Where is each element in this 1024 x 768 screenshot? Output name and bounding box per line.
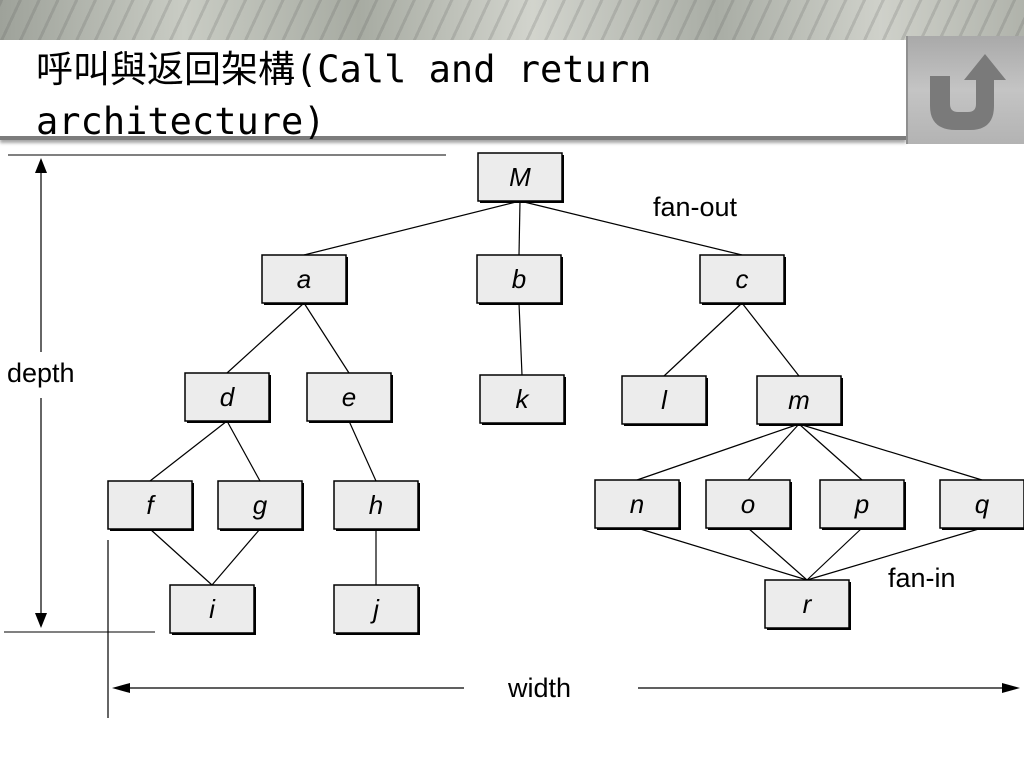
edge-o-r [747, 527, 808, 581]
node-label: M [509, 162, 531, 192]
edge-m-q [798, 423, 983, 481]
node-label: q [975, 489, 990, 519]
node-a: a [261, 254, 348, 305]
node-m: m [756, 375, 843, 426]
node-label: l [661, 385, 668, 415]
node-label: n [630, 489, 644, 519]
node-k: k [479, 374, 566, 425]
node-label: m [788, 385, 810, 415]
edge-a-d [226, 302, 305, 374]
nodes-layer: Ma b c d e k l m f g h n o p q i j r [107, 152, 1024, 635]
edge-c-l [663, 302, 743, 377]
node-label: a [297, 264, 311, 294]
edge-q-r [806, 527, 983, 581]
node-label: c [736, 264, 749, 294]
back-button[interactable] [906, 36, 1024, 144]
node-i: i [169, 584, 256, 635]
node-label: o [741, 489, 755, 519]
depth-arrowhead-up [35, 158, 47, 173]
node-r: r [764, 579, 851, 630]
edge-m-n [636, 423, 800, 481]
node-label: g [253, 490, 268, 520]
u-turn-arrow-icon [930, 54, 1006, 130]
node-label: i [209, 594, 216, 624]
width-arrowhead-left [112, 683, 130, 693]
fan-out-label: fan-out [653, 192, 738, 222]
node-n: n [594, 479, 681, 530]
title-bar [0, 40, 906, 140]
node-l: l [621, 375, 708, 426]
node-g: g [217, 480, 304, 531]
edge-a-e [303, 302, 350, 374]
node-h: h [333, 480, 420, 531]
width-label: width [507, 673, 571, 703]
edge-g-i [211, 528, 261, 586]
width-arrowhead-right [1002, 683, 1020, 693]
node-q: q [939, 479, 1024, 530]
fan-in-label: fan-in [888, 563, 956, 593]
node-d: d [184, 372, 271, 423]
node-M: M [477, 152, 564, 203]
edge-n-r [636, 527, 808, 581]
edge-m-p [798, 423, 863, 481]
node-label: p [854, 489, 869, 519]
node-f: f [107, 480, 194, 531]
edge-p-r [806, 527, 863, 581]
edge-d-f [149, 420, 228, 482]
edges-layer [149, 200, 983, 586]
node-label: h [369, 490, 383, 520]
header-texture-band [0, 0, 1024, 40]
edge-e-h [348, 420, 377, 482]
node-c: c [699, 254, 786, 305]
edge-m-o [747, 423, 800, 481]
edge-M-b [518, 200, 521, 256]
edge-M-c [519, 200, 743, 256]
edge-c-m [741, 302, 800, 377]
edge-b-k [518, 302, 523, 376]
node-label: k [516, 384, 531, 414]
node-label: d [220, 382, 236, 412]
edge-M-a [303, 200, 521, 256]
depth-label: depth [7, 358, 75, 388]
node-o: o [705, 479, 792, 530]
node-e: e [306, 372, 393, 423]
edge-d-g [226, 420, 261, 482]
node-b: b [476, 254, 563, 305]
edge-f-i [149, 528, 213, 586]
slide-title: 呼叫與返回架構(Call and return architecture) [36, 48, 652, 143]
node-j: j [333, 584, 420, 635]
node-label: b [512, 264, 526, 294]
node-label: r [803, 589, 813, 619]
node-p: p [819, 479, 906, 530]
node-label: j [370, 594, 380, 624]
node-label: e [342, 382, 356, 412]
depth-arrowhead-down [35, 613, 47, 628]
node-label: f [146, 490, 156, 520]
